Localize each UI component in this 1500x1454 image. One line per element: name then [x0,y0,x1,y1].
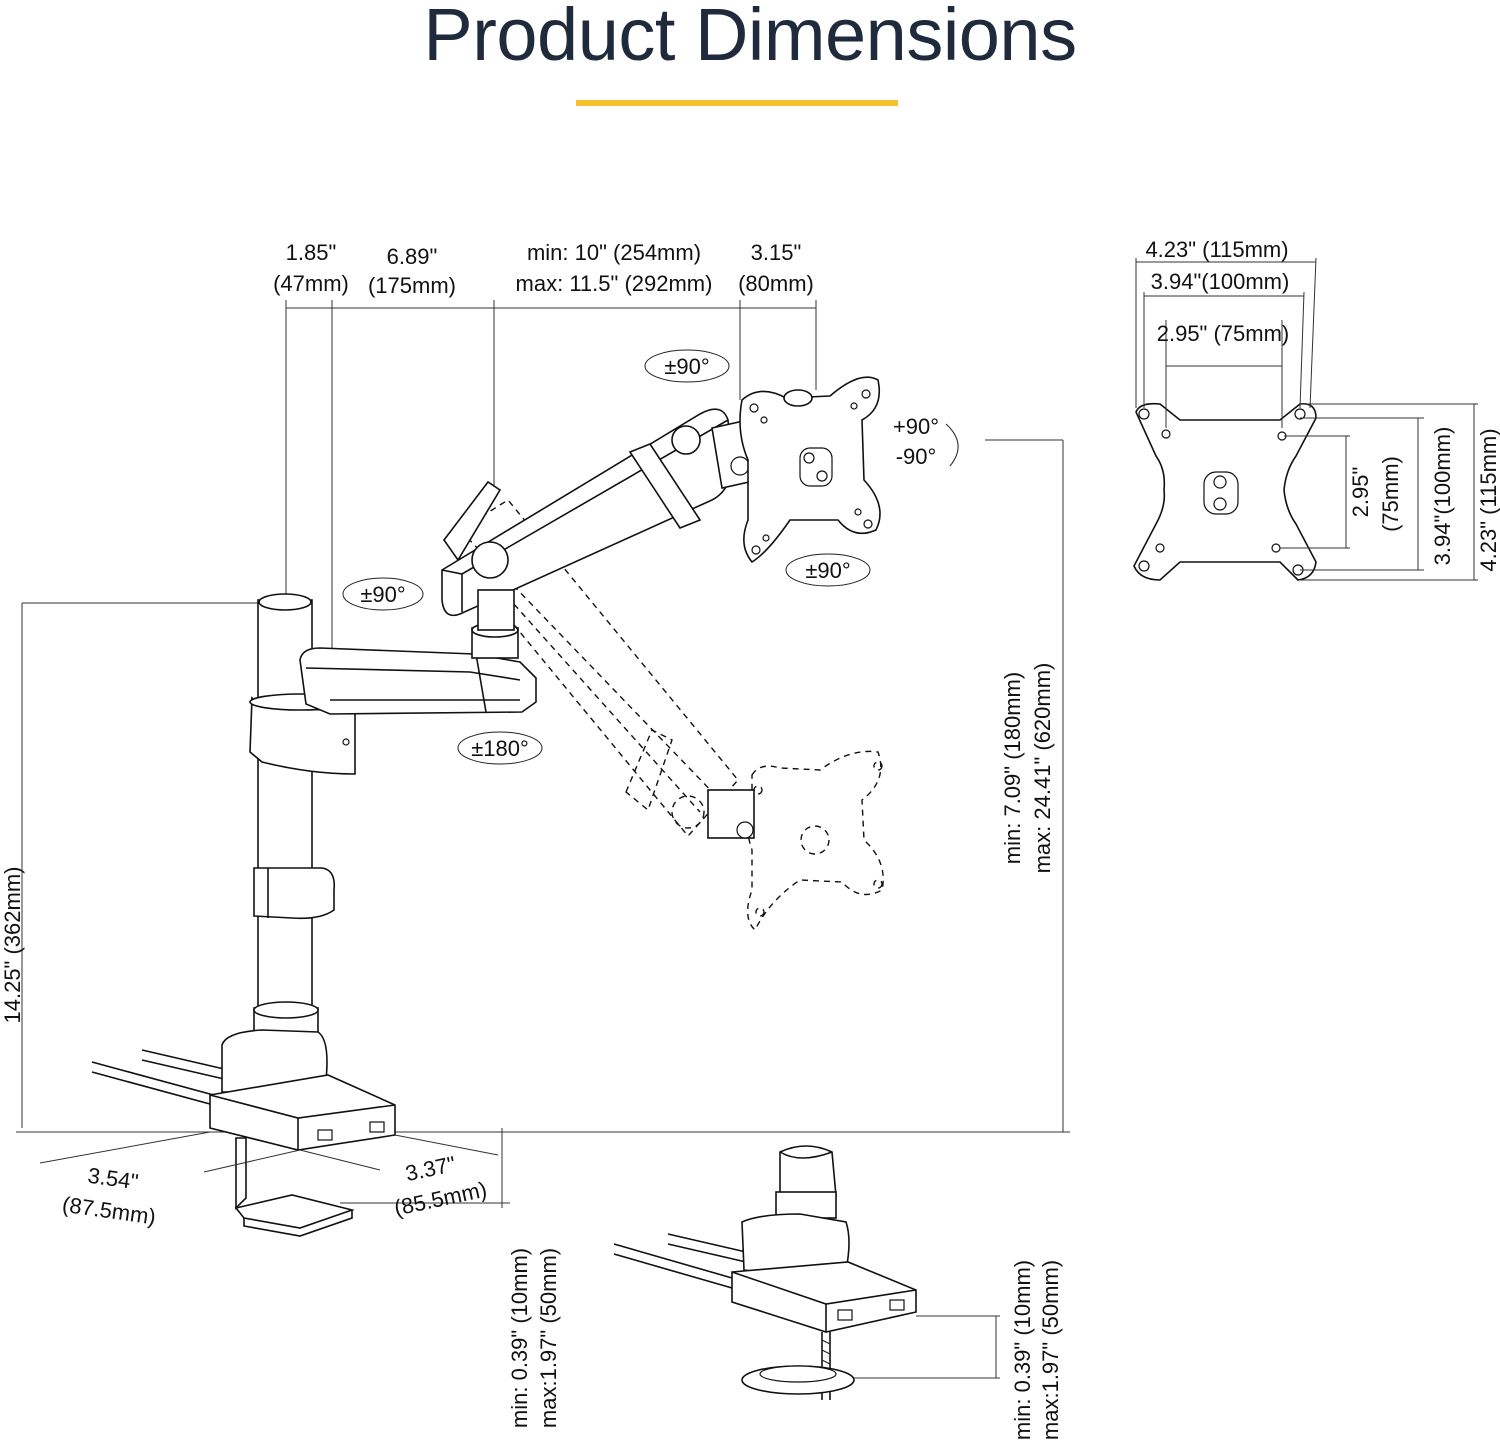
dim-pole-width-mm: (47mm) [273,271,349,296]
base-depth-left-in: 3.54" [86,1163,140,1195]
vesa-height-100: 3.94"(100mm) [1430,427,1455,566]
clamp-max-left: max:1.97" (50mm) [536,1248,561,1428]
first-arm [299,622,537,715]
title-underline [576,100,898,106]
dim-arm2-min: min: 10" (254mm) [527,240,701,265]
vesa-width-100: 3.94"(100mm) [1151,269,1290,294]
base-depth-left-mm: (87.5mm) [61,1192,158,1230]
tilt-down-label: -90° [896,444,937,469]
arm-joint-rotation-label: ±90° [360,582,405,607]
plate-swivel-top-label: ±90° [664,354,709,379]
clamp-detail: min: 0.39" (10mm) max:1.97" (50mm) [613,1145,1063,1440]
upper-gas-arm [441,408,759,631]
base-depth-right-mm: (85.5mm) [392,1177,489,1221]
dim-arm2-max: max: 11.5" (292mm) [516,271,713,296]
dim-arm1-mm: (175mm) [368,273,456,298]
clamp-min-right: min: 0.39" (10mm) [1010,1260,1035,1440]
dim-pole-width-in: 1.85" [286,240,337,265]
vesa-width-115: 4.23" (115mm) [1145,237,1288,262]
dim-head-in: 3.15" [751,240,802,265]
reach-dimension: min: 7.09" (180mm) max: 24.41" (620mm) [985,439,1064,1132]
vesa-width-75: 2.95" (75mm) [1157,321,1290,346]
vesa-height-75-mm: (75mm) [1378,456,1403,532]
clamp-max-right: max:1.97" (50mm) [1038,1260,1063,1440]
page-title: Product Dimensions [423,0,1077,76]
vesa-height-75-in: 2.95" [1348,467,1373,518]
base-depth-right-in: 3.37" [403,1151,458,1186]
dim-head-mm: (80mm) [738,271,814,296]
vesa-plate-upper [739,376,881,564]
vesa-pattern-diagram: 4.23" (115mm) 3.94"(100mm) 2.95" (75mm) … [1133,237,1500,581]
top-dimension-labels: 1.85" (47mm) 6.89" (175mm) min: 10" (254… [273,240,814,298]
pole-height-label: 14.25" (362mm) [0,867,25,1024]
rotation-indicators: ±90° ±90° +90° -90° ±90° ±180° [342,349,959,765]
pole-height-dimension: 14.25" (362mm) [0,602,1070,1133]
tilt-up-label: +90° [893,414,939,439]
vesa-height-115: 4.23" (115mm) [1476,428,1500,571]
base-arm-rotation-label: ±180° [471,736,529,761]
dim-arm1-in: 6.89" [387,244,438,269]
plate-swivel-bottom-label: ±90° [805,558,850,583]
reach-max-label: max: 24.41" (620mm) [1030,663,1055,874]
top-dimension-lines [285,300,817,650]
reach-min-label: min: 7.09" (180mm) [1000,672,1025,864]
clamp-range-left: min: 0.39" (10mm) max:1.97" (50mm) [507,1248,561,1428]
desk-base [91,1029,396,1237]
clamp-min-left: min: 0.39" (10mm) [507,1248,532,1428]
